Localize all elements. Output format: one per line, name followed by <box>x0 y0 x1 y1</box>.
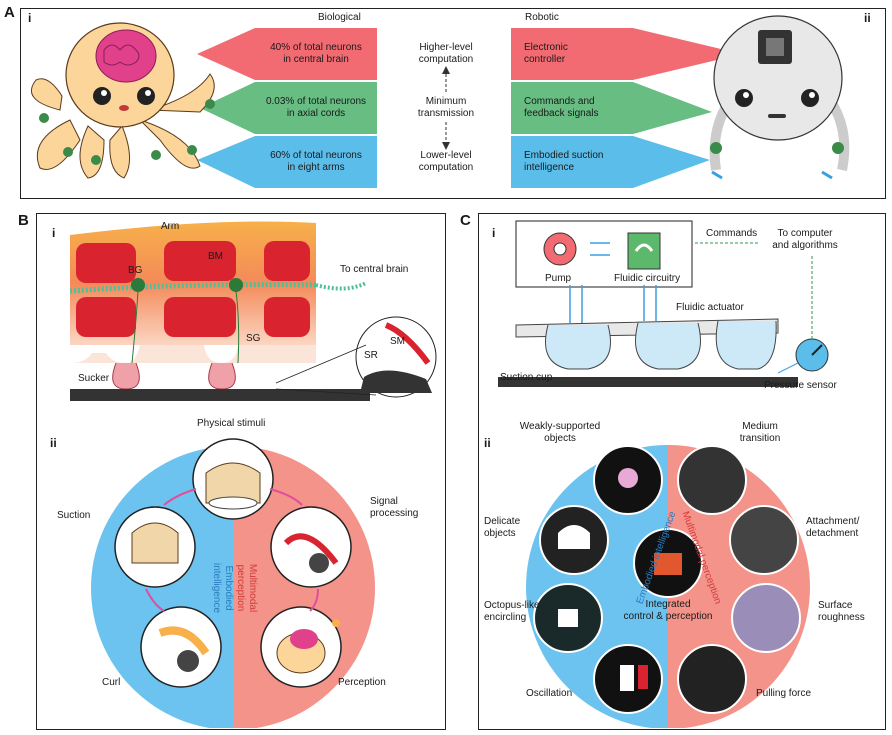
robo-text-suction: Embodied suction intelligence <box>524 150 604 173</box>
bio-box-blue <box>255 136 377 188</box>
bio-text-arms: 60% of total neurons in eight arms <box>270 150 362 173</box>
arm-label: Arm <box>160 221 180 232</box>
panel-a-graphic <box>31 15 850 188</box>
panel-b-label: B <box>18 212 29 229</box>
to-central-brain-label: To central brain <box>340 264 409 275</box>
panel-a-frame <box>20 8 886 199</box>
panel-a-label: A <box>4 4 15 21</box>
substrate <box>70 389 370 401</box>
bio-text-brain: 40% of total neurons in central brain <box>270 42 362 65</box>
bm-label: BM <box>208 251 223 262</box>
sucker-label: Sucker <box>78 373 110 384</box>
signal-processing-label: Signal processing <box>370 496 419 519</box>
pressure-sensor-label: Pressure sensor <box>764 380 837 391</box>
robo-box-blue <box>511 136 633 188</box>
robo-text-commands: Commands and feedback signals <box>524 96 599 119</box>
mid-text-minimum: Minimum transmission <box>417 96 475 119</box>
delicate-objects-label: Delicate objects <box>484 516 521 539</box>
attachment-label: Attachment/ detachment <box>806 516 860 539</box>
robo-wedge-blue <box>633 136 710 188</box>
panel-b-sub-i: i <box>52 226 56 240</box>
panel-c-graphic <box>498 220 829 728</box>
bio-wedge-blue <box>197 136 255 188</box>
bio-text-cords: 0.03% of total neurons in axial cords <box>265 96 367 119</box>
encircling-label: Octopus-like encircling <box>484 600 540 623</box>
integrated-control-label: Integrated control & perception <box>623 599 713 622</box>
panel-c-label: C <box>460 212 471 229</box>
perception-label: Perception <box>338 677 386 688</box>
surface <box>498 377 798 387</box>
commands-label: Commands <box>706 228 758 239</box>
bg-label: BG <box>128 265 143 276</box>
sm-label: SM <box>390 336 405 347</box>
panel-c-sub-ii: ii <box>484 436 491 450</box>
weakly-supported-label: Weakly-supported objects <box>519 421 601 444</box>
bio-box-red <box>255 28 377 80</box>
panel-c-frame <box>478 213 886 730</box>
robo-wedge-green <box>633 82 712 134</box>
panel-c-sub-i: i <box>492 226 496 240</box>
suction-label: Suction <box>57 510 91 521</box>
sg-label: SG <box>246 333 261 344</box>
sr-label: SR <box>364 350 378 361</box>
fluidic-circuitry-label: Fluidic circuitry <box>614 273 681 284</box>
to-computer-label: To computer and algorithms <box>772 228 838 251</box>
panel-b-frame <box>36 213 446 730</box>
panel-a-sub-ii: ii <box>864 11 871 25</box>
pulling-force-label: Pulling force <box>756 688 812 699</box>
robo-box-red <box>511 28 633 80</box>
physical-stimuli-label: Physical stimuli <box>197 418 266 429</box>
multimodal-perception-label: Multimodal perception <box>235 563 258 613</box>
robo-text-controller: Electronic controller <box>524 42 568 65</box>
robo-wedge-red <box>633 28 742 80</box>
robotic-heading: Robotic <box>525 12 559 23</box>
curl-label: Curl <box>102 677 121 688</box>
bio-wedge-red <box>197 28 255 80</box>
bio-wedge-green <box>200 82 255 134</box>
octopus-illustration <box>31 22 215 179</box>
robo-box-green <box>511 82 633 134</box>
robot-illustration <box>709 15 850 180</box>
mid-text-lower: Lower-level computation <box>418 150 474 173</box>
mid-text-higher: Higher-level computation <box>418 42 474 65</box>
pump-label: Pump <box>545 273 572 284</box>
panel-b-sub-ii: ii <box>50 436 57 450</box>
oscillation-label: Oscillation <box>526 688 573 699</box>
fluidic-actuator-label: Fluidic actuator <box>676 302 744 313</box>
bio-box-green <box>255 82 377 134</box>
panel-b-graphic <box>69 221 437 728</box>
surface-roughness-label: Surface roughness <box>818 600 865 623</box>
suction-cup-label: Suction cup <box>500 372 553 383</box>
embodied-intelligence-label: Embodied intelligence <box>211 562 234 614</box>
medium-transition-label: Medium transition <box>739 421 781 444</box>
panel-a-sub-i: i <box>28 11 32 25</box>
fluidic-circuitry-icon <box>627 232 661 270</box>
biological-heading: Biological <box>318 12 361 23</box>
